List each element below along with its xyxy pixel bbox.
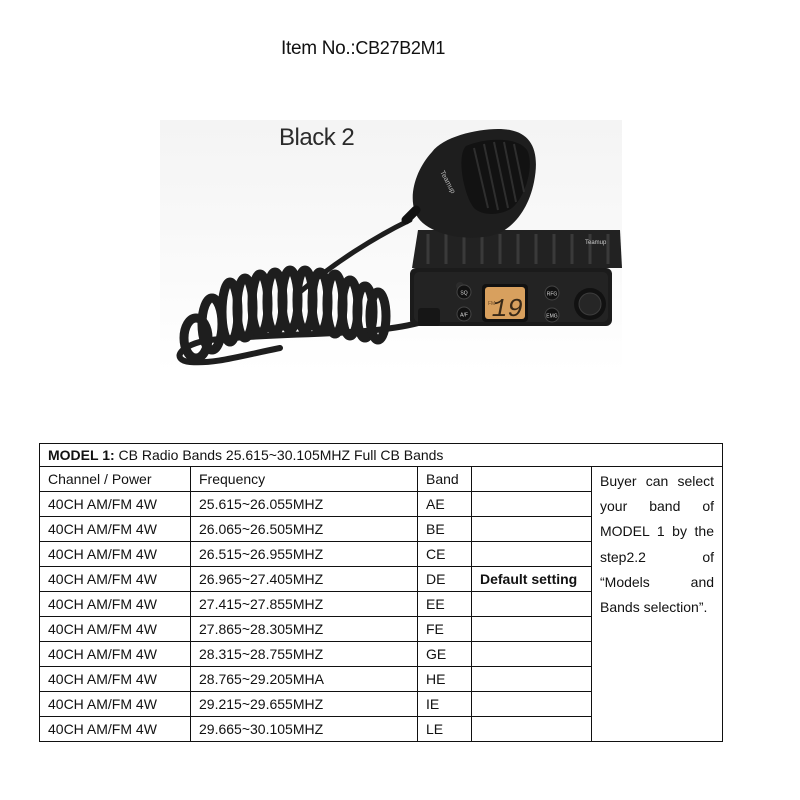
column-header-band: Band (417, 466, 472, 492)
product-photo: SQ A/F FM 19 RFG EMG Teamup (160, 112, 630, 374)
frequency-cell: 26.515~26.955MHZ (190, 541, 418, 567)
band-cell: IE (417, 691, 472, 717)
item-number-code: CB27B2M1 (355, 38, 446, 58)
frequency-cell: 29.665~30.105MHZ (190, 716, 418, 742)
note-cell (471, 691, 592, 717)
svg-text:19: 19 (492, 294, 523, 324)
channel-power-cell: 40CH AM/FM 4W (39, 691, 191, 717)
cb-radio-illustration: SQ A/F FM 19 RFG EMG Teamup (176, 128, 622, 366)
band-selection-note: Buyer can select your band of MODEL 1 by… (590, 466, 724, 742)
frequency-cell: 28.315~28.755MHZ (190, 641, 418, 667)
band-cell: FE (417, 616, 472, 642)
frequency-cell: 26.065~26.505MHZ (190, 516, 418, 542)
note-cell (471, 591, 592, 617)
frequency-cell: 28.765~29.205MHA (190, 666, 418, 692)
column-header-channel-power: Channel / Power (39, 466, 191, 492)
band-cell: HE (417, 666, 472, 692)
table-row: 40CH AM/FM 4W 27.415~27.855MHZ EE (39, 591, 723, 617)
band-cell: CE (417, 541, 472, 567)
table-title: MODEL 1: CB Radio Bands 25.615~30.105MHZ… (38, 443, 724, 467)
table-row: 40CH AM/FM 4W 27.865~28.305MHZ FE (39, 616, 723, 642)
band-cell: AE (417, 491, 472, 517)
table-row: 40CH AM/FM 4W 26.515~26.955MHZ CE (39, 541, 723, 567)
item-number-label: Item No.: (281, 38, 356, 59)
table-row: 40CH AM/FM 4W 28.765~29.205MHA HE (39, 666, 723, 692)
frequency-cell: 27.415~27.855MHZ (190, 591, 418, 617)
note-cell (471, 666, 592, 692)
table-row: 40CH AM/FM 4W 29.665~30.105MHZ LE (39, 716, 723, 742)
channel-power-cell: 40CH AM/FM 4W (39, 541, 191, 567)
table-row: 40CH AM/FM 4W 25.615~26.055MHZ AE (39, 491, 723, 517)
channel-power-cell: 40CH AM/FM 4W (39, 666, 191, 692)
channel-power-cell: 40CH AM/FM 4W (39, 491, 191, 517)
microphone-icon: Teamup (401, 128, 536, 238)
sq-button-label: SQ (460, 291, 467, 297)
note-cell (471, 491, 592, 517)
frequency-cell: 29.215~29.655MHZ (190, 691, 418, 717)
table-row: 40CH AM/FM 4W 26.065~26.505MHZ BE (39, 516, 723, 542)
svg-text:A/F: A/F (460, 313, 468, 319)
note-cell (471, 516, 592, 542)
item-number: Item No.:CB27B2M1 (281, 38, 445, 60)
coiled-cord-icon (176, 217, 431, 366)
note-cell (471, 641, 592, 667)
column-header-frequency: Frequency (190, 466, 418, 492)
column-header-note (471, 466, 592, 492)
frequency-cell: 25.615~26.055MHZ (190, 491, 418, 517)
table-header-row: Channel / Power Frequency Band Buyer can… (39, 466, 724, 742)
svg-text:RFG: RFG (547, 292, 558, 298)
channel-power-cell: 40CH AM/FM 4W (39, 516, 191, 542)
table-row: 40CH AM/FM 4W 29.215~29.655MHZ IE (39, 691, 723, 717)
band-cell: EE (417, 591, 472, 617)
band-cell: BE (417, 516, 472, 542)
default-setting-badge: Default setting (471, 566, 592, 592)
lcd-display (485, 287, 525, 319)
frequency-cell: 26.965~27.405MHZ (190, 566, 418, 592)
note-cell (471, 716, 592, 742)
table-row-default: 40CH AM/FM 4W 26.965~27.405MHZ DE Defaul… (39, 566, 723, 592)
channel-power-cell: 40CH AM/FM 4W (39, 591, 191, 617)
color-variant-label: Black 2 (279, 124, 355, 151)
band-cell: GE (417, 641, 472, 667)
table-title-row: MODEL 1: CB Radio Bands 25.615~30.105MHZ… (38, 443, 724, 467)
channel-power-cell: 40CH AM/FM 4W (39, 641, 191, 667)
band-cell: LE (417, 716, 472, 742)
svg-text:Teamup: Teamup (585, 240, 607, 246)
band-cell: DE (417, 566, 472, 592)
channel-power-cell: 40CH AM/FM 4W (39, 566, 191, 592)
note-cell (471, 541, 592, 567)
band-specification-table: MODEL 1: CB Radio Bands 25.615~30.105MHZ… (38, 443, 724, 742)
svg-text:EMG: EMG (546, 314, 558, 320)
radio-body-icon: SQ A/F FM 19 RFG EMG Teamup (410, 230, 622, 326)
svg-text:FM: FM (488, 301, 495, 307)
frequency-cell: 27.865~28.305MHZ (190, 616, 418, 642)
model-label: MODEL 1: (48, 447, 115, 463)
channel-power-cell: 40CH AM/FM 4W (39, 616, 191, 642)
channel-power-cell: 40CH AM/FM 4W (39, 716, 191, 742)
note-cell (471, 616, 592, 642)
model-description: CB Radio Bands 25.615~30.105MHZ Full CB … (114, 447, 444, 463)
